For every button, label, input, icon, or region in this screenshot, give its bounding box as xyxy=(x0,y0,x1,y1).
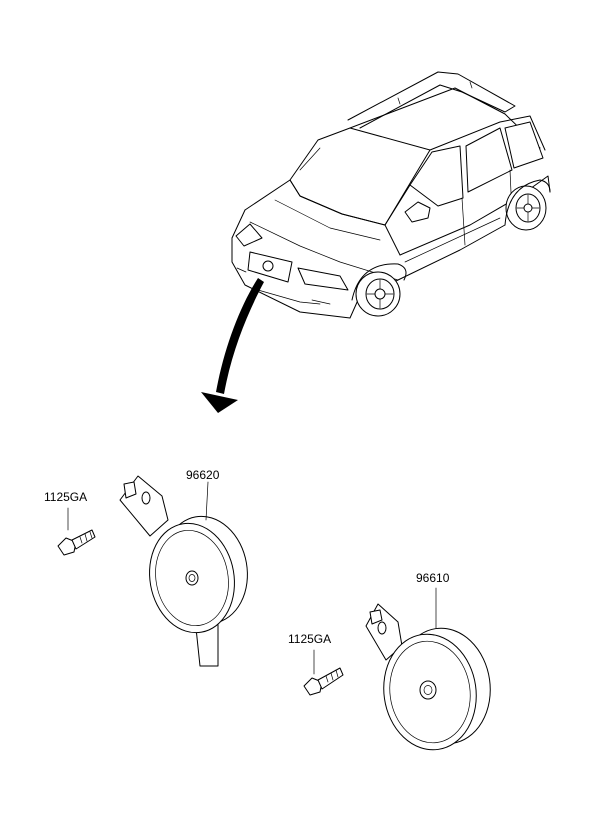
part-number-1125ga-left: 1125GA xyxy=(44,490,87,504)
vehicle-illustration xyxy=(231,71,551,319)
part-number-1125ga-right: 1125GA xyxy=(288,632,331,646)
part-number-96620: 96620 xyxy=(186,468,220,482)
bolt-left: 1125GA xyxy=(44,490,96,556)
horn-96610: 96610 xyxy=(365,571,491,751)
horn-96620: 96620 xyxy=(119,468,248,667)
location-arrow xyxy=(201,278,264,413)
bolt-right: 1125GA xyxy=(288,632,344,696)
part-number-96610: 96610 xyxy=(416,571,450,585)
